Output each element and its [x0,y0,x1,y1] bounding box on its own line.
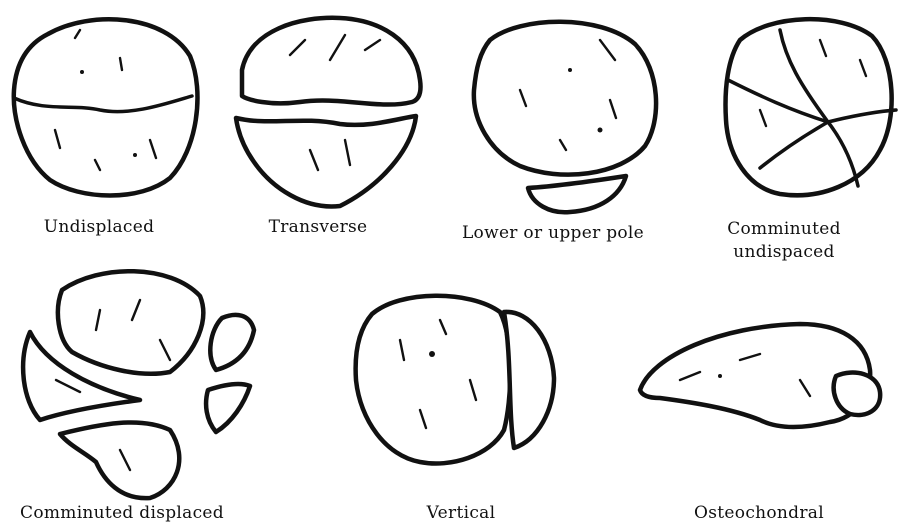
label-osteochondral: Osteochondral [694,502,824,525]
osteochondral-illustration [640,324,880,427]
transverse-illustration [236,18,421,207]
lower-or-upper-pole-illustration [474,22,656,213]
label-undisplaced: Undisplaced [44,216,155,239]
label-comminuted-undisplaced-line2: undispaced [727,241,841,264]
label-comminuted-displaced: Comminuted displaced [20,502,224,525]
vertical-illustration [356,296,554,464]
label-transverse: Transverse [269,216,368,239]
label-vertical: Vertical [427,502,496,525]
label-lower-or-upper-pole: Lower or upper pole [462,222,644,245]
label-comminuted-undisplaced-line1: Comminuted [727,218,841,241]
comminuted-undisplaced-illustration [726,19,896,195]
comminuted-displaced-illustration [23,271,254,498]
undisplaced-illustration [14,19,198,195]
label-comminuted-undisplaced: Comminuted undispaced [727,218,841,264]
